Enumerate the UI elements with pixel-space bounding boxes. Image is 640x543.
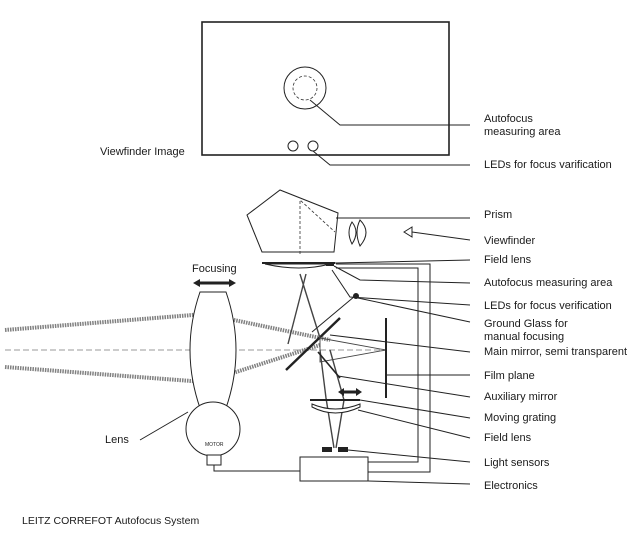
light-sensor-left [322,447,332,452]
moving-grating-arrow-head-left [338,388,344,396]
lens-label: Lens [105,434,129,446]
focus-led-left [287,140,299,152]
callout-aux-mirror: Auxiliary mirror [484,391,558,403]
light-beam-upper [4,311,331,342]
wire-electronics-leds-outer [336,263,431,473]
focusing-arrow-head-left [193,279,200,287]
light-beam-lower [4,343,321,385]
viewfinder-image-panel: Viewfinder Image Autofocus measuring are… [100,21,612,171]
figure-caption: LEITZ CORREFOT Autofocus System [22,515,199,527]
callout-field-lens-upper: Field lens [484,254,532,266]
eyepiece-lens-2 [356,219,367,247]
camera-cross-section: Focusing Lens MOTOR [4,189,627,492]
leader-main-mirror [329,334,471,353]
vf-callout-measuring-area: Autofocus measuring area [484,113,561,138]
prism-light-path [299,199,336,254]
callout-af-area: Autofocus measuring area [484,277,613,289]
callout-ground-glass: Ground Glass for manual focusing [484,318,571,343]
callout-field-lens-lower: Field lens [484,432,532,444]
autofocus-measuring-circle [283,66,327,110]
camera-lens [189,291,237,409]
leader-viewfinder [411,231,471,241]
callout-viewfinder: Viewfinder [484,235,535,247]
eyepiece-lens-1 [348,221,357,245]
callout-main-mirror: Main mirror, semi transparent [484,346,627,358]
light-sensor-right [338,447,348,452]
wire-motor-electronics [213,465,300,472]
leader-vf-measuring-area [309,99,470,126]
lower-field-lens [311,403,361,414]
leader-moving-grating [359,399,471,419]
leader-field-lens-upper [334,259,471,264]
eyepiece-lenses [348,219,413,247]
focus-led-right [307,140,319,152]
motor-connector [206,454,222,466]
callout-ground-glass-l1: Ground Glass for [484,318,568,330]
motor-label: MOTOR [205,442,224,448]
pentaprism [246,189,339,253]
callout-film-plane: Film plane [484,370,535,382]
callout-ground-glass-l2: manual focusing [484,331,564,343]
leader-ground-glass [357,297,471,323]
callout-electronics: Electronics [484,480,538,492]
callout-prism: Prism [484,209,512,221]
af-area-marker [326,262,334,266]
reflected-ray-right [287,273,307,345]
eye-icon [403,226,413,238]
leader-aux-mirror [337,375,471,398]
auxiliary-mirror [317,351,341,379]
viewfinder-image-title: Viewfinder Image [100,146,185,158]
leader-af-area [333,265,471,284]
vf-callout-measuring-area-l2: measuring area [484,126,561,138]
leader-leds [331,269,471,306]
upper-field-lens [264,263,331,269]
moving-grating-arrow-head-right [356,388,362,396]
focusing-arrow-head-right [229,279,236,287]
callout-moving-grating: Moving grating [484,412,556,424]
electronics-box [299,456,369,482]
viewfinder-frame [201,21,450,156]
callout-light-sensors: Light sensors [484,457,550,469]
callout-leds: LEDs for focus verification [484,300,612,312]
vf-callout-measuring-area-l1: Autofocus [484,113,533,125]
autofocus-measuring-inner-circle [292,75,318,101]
focusing-label: Focusing [192,263,237,275]
leader-electronics [367,480,471,485]
leader-vf-leds [312,150,470,166]
wire-electronics-leds-inner [336,267,419,463]
vf-callout-leds: LEDs for focus varification [484,159,612,171]
aux-mirror-ray-1 [319,349,335,449]
ground-glass-pointer [311,295,356,333]
leader-light-sensors [347,449,471,463]
leader-field-lens-lower [357,409,471,439]
leader-lens [139,411,189,441]
main-mirror [285,317,341,371]
